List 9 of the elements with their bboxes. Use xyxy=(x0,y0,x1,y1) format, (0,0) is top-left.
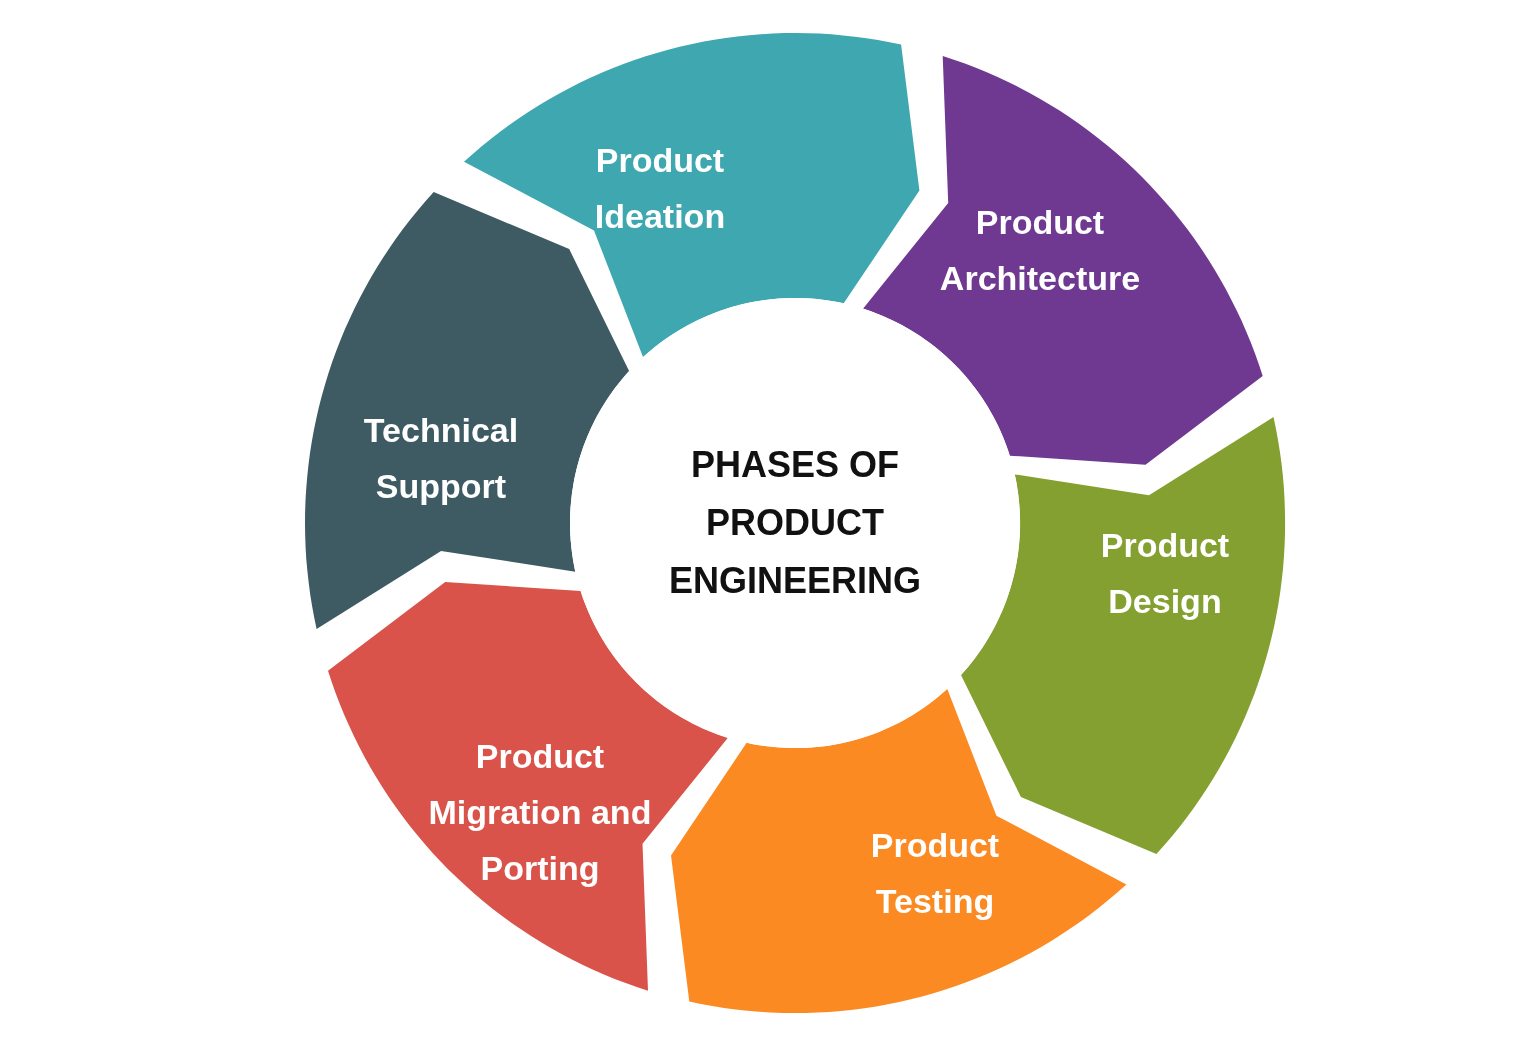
cycle-segment xyxy=(463,33,920,358)
cycle-segment xyxy=(670,688,1127,1013)
segment-label: Product Migration and Porting xyxy=(427,736,653,889)
segment-label: Product Architecture xyxy=(938,202,1142,299)
segment-label: Product Ideation xyxy=(593,140,727,237)
segment-label: Technical Support xyxy=(362,410,520,507)
center-title: PHASES OF PRODUCT ENGINEERING xyxy=(667,443,922,603)
segment-label: Product Design xyxy=(1099,525,1231,622)
segment-label: Product Testing xyxy=(869,825,1001,922)
